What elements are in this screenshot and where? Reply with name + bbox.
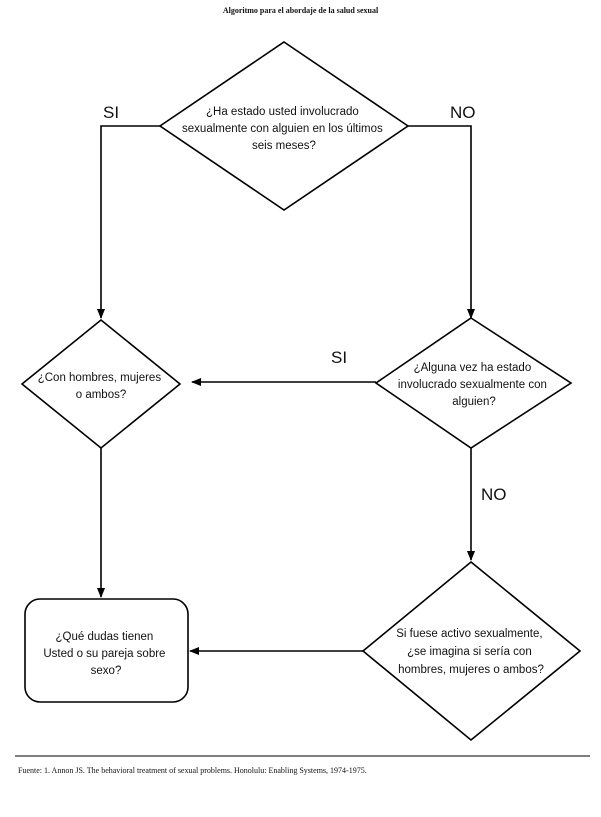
decision-q1-line-2: sexualmente con alguien en los últimos [182, 123, 383, 135]
edge-label-q1-yes: SI [103, 103, 119, 122]
decision-node-q1 [158, 41, 410, 211]
process-q5-line-2: Usted o su pareja sobre [43, 648, 165, 660]
decision-q4-line-3: hombres, mujeres o ambos? [398, 664, 544, 676]
process-q5-line-1: ¿Qué dudas tienen [55, 631, 153, 643]
decision-q2-text: ¿Con hombres, mujeres o ambos? [38, 372, 165, 401]
decision-node-q4 [361, 560, 582, 742]
edge-label-q3-yes: SI [331, 348, 347, 367]
source-footnote: Fuente: 1. Annon JS. The behavioral trea… [18, 766, 367, 775]
edge-label-q3-no: NO [481, 485, 507, 504]
decision-q1-line-3: seis meses? [252, 140, 316, 152]
decision-node-q2 [20, 318, 182, 450]
process-q5-text: ¿Qué dudas tienen Usted o su pareja sobr… [43, 631, 168, 677]
edge-label-q1-no: NO [450, 103, 476, 122]
decision-q4-line-1: Si fuese activo sexualmente, [396, 628, 542, 640]
decision-q2-line-2: o ambos? [76, 389, 127, 401]
decision-q1-line-1: ¿Ha estado usted involucrado [206, 106, 359, 118]
decision-q3-text: ¿Alguna vez ha estado involucrado sexual… [398, 362, 550, 408]
decision-q3-line-3: alguien? [452, 396, 495, 408]
process-node-q5 [24, 598, 189, 703]
decision-q1-text: ¿Ha estado usted involucrado sexualmente… [182, 106, 386, 152]
decision-q3-line-2: involucrado sexualmente con [398, 379, 547, 391]
decision-q3-line-1: ¿Alguna vez ha estado [414, 362, 532, 374]
decision-node-q3 [374, 317, 573, 449]
edge-q1-no [408, 125, 475, 319]
decision-q2-line-1: ¿Con hombres, mujeres [38, 372, 162, 384]
process-q5-line-3: sexo? [91, 665, 122, 677]
decision-q4-text: Si fuese activo sexualmente, ¿se imagina… [396, 628, 546, 676]
decision-q4-line-2: ¿se imagina si sería con [407, 646, 532, 658]
edge-q1-yes [97, 125, 160, 319]
diagram-title: Algoritmo para el abordaje de la salud s… [222, 6, 379, 15]
